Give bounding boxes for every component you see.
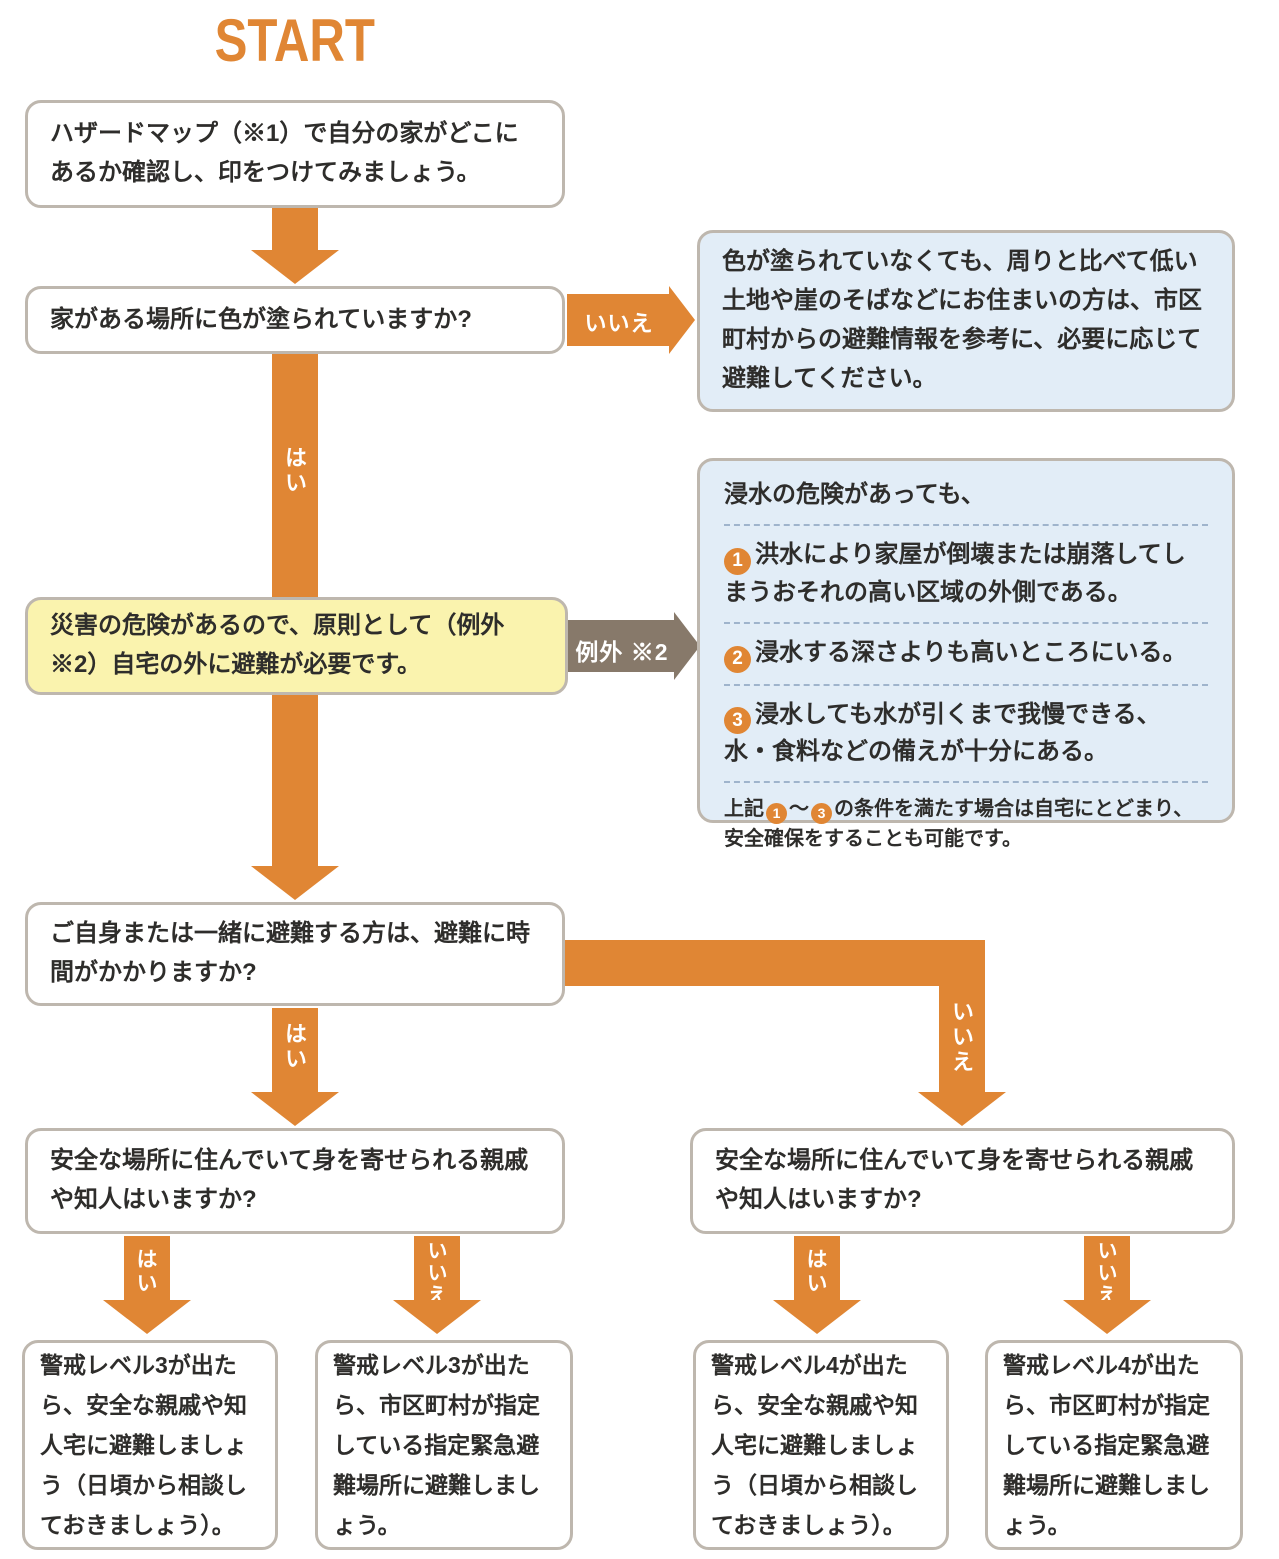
node-warning-evacuate-text: 災害の危険があるので、原則として（例外※2）自宅の外に避難が必要です。 xyxy=(50,612,505,678)
arrow-yes-left-label: はい xyxy=(134,1248,157,1296)
circled-number-1-icon: 1 xyxy=(724,547,751,575)
arrow-yes-right-head xyxy=(773,1300,861,1334)
arrow-down-step1-shaft xyxy=(272,208,318,252)
node-question-time-text: ご自身または一緒に避難する方は、避難に時間がかかりますか? xyxy=(50,920,530,986)
node-check-hazard-map-text: ハザードマップ（※1）で自分の家がどこにあるか確認し、印をつけてみましょう。 xyxy=(50,120,519,186)
exception-footnote-post: の条件を満たす場合は自宅にとどまり、安全確保をすることも可能です。 xyxy=(724,798,1194,851)
arrow-no-left-label: いいえ xyxy=(424,1240,446,1306)
arrow-no-elbow-vertical xyxy=(939,940,985,1092)
arrow-no-elbow-horizontal xyxy=(565,940,985,986)
circled-number-3-icon: 3 xyxy=(724,707,751,735)
arrow-exception-head xyxy=(674,612,700,680)
dashed-divider xyxy=(724,683,1208,686)
dashed-divider xyxy=(724,621,1208,624)
arrow-yes-right-label: はい xyxy=(804,1248,827,1296)
node-question-relatives-right-text: 安全な場所に住んでいて身を寄せられる親戚や知人はいますか? xyxy=(715,1147,1194,1213)
node-info-no-color: 色が塗られていなくても、周りと比べて低い土地や崖のそばなどにお住まいの方は、市区… xyxy=(697,230,1235,412)
node-warning-evacuate: 災害の危険があるので、原則として（例外※2）自宅の外に避難が必要です。 xyxy=(25,597,568,695)
arrow-exception-shaft xyxy=(568,620,676,672)
circled-number-3-small-icon: 3 xyxy=(811,803,832,825)
node-result-level3-relatives: 警戒レベル3が出たら、安全な親戚や知人宅に避難しましょう（日頃から相談しておきま… xyxy=(22,1340,278,1550)
node-result-level4-relatives: 警戒レベル4が出たら、安全な親戚や知人宅に避難しましょう（日頃から相談しておきま… xyxy=(693,1340,949,1550)
exception-footnote-mid: ～ xyxy=(789,798,809,821)
arrow-no-right-shaft xyxy=(567,294,671,346)
arrow-exception-label: 例外 ※2 xyxy=(575,639,669,665)
arrow-no-right-head xyxy=(669,286,695,354)
node-result-level4-shelter: 警戒レベル4が出たら、市区町村が指定している指定緊急避難場所に避難しましょう。 xyxy=(985,1340,1243,1550)
exception-item-1-text: 洪水により家屋が倒壊または崩落してしまうおそれの高い区域の外側である。 xyxy=(724,541,1186,606)
arrow-no-right: いいえ xyxy=(567,286,695,354)
exception-footnote-pre: 上記 xyxy=(724,798,764,821)
arrow-yes-qtime-head xyxy=(251,1092,339,1126)
node-question-color: 家がある場所に色が塗られていますか? xyxy=(25,286,565,354)
exception-item-2-text: 浸水する深さよりも高いところにいる。 xyxy=(755,638,1187,666)
arrow-no-right2-head xyxy=(1063,1300,1151,1334)
arrow-no-right2-shaft xyxy=(1084,1236,1130,1302)
arrow-no-right-label: いいえ xyxy=(584,311,654,336)
node-result-level3-shelter-text: 警戒レベル3が出たら、市区町村が指定している指定緊急避難場所に避難しましょう。 xyxy=(333,1351,540,1539)
exception-intro: 浸水の危険があっても、 xyxy=(724,481,985,508)
start-title-text: START xyxy=(214,7,376,74)
arrow-no-elbow-head xyxy=(918,1092,1006,1126)
node-question-relatives-left: 安全な場所に住んでいて身を寄せられる親戚や知人はいますか? xyxy=(25,1128,565,1234)
arrow-yes-left-shaft xyxy=(124,1236,170,1302)
arrow-yes-right-shaft xyxy=(794,1236,840,1302)
node-result-level3-relatives-text: 警戒レベル3が出たら、安全な親戚や知人宅に避難しましょう（日頃から相談しておきま… xyxy=(40,1351,247,1539)
node-info-no-color-text: 色が塗られていなくても、周りと比べて低い土地や崖のそばなどにお住まいの方は、市区… xyxy=(722,248,1202,392)
node-question-relatives-left-text: 安全な場所に住んでいて身を寄せられる親戚や知人はいますか? xyxy=(50,1147,529,1213)
dashed-divider xyxy=(724,781,1208,784)
node-check-hazard-map: ハザードマップ（※1）で自分の家がどこにあるか確認し、印をつけてみましょう。 xyxy=(25,100,565,208)
node-question-relatives-right: 安全な場所に住んでいて身を寄せられる親戚や知人はいますか? xyxy=(690,1128,1235,1234)
arrow-no-elbow-label: いいえ xyxy=(949,1000,974,1075)
node-question-color-text: 家がある場所に色が塗られていますか? xyxy=(50,305,472,333)
node-question-time: ご自身または一緒に避難する方は、避難に時間がかかりますか? xyxy=(25,902,565,1006)
dashed-divider xyxy=(724,524,1208,526)
circled-number-2-icon: 2 xyxy=(724,645,751,673)
arrow-no-right2-label: いいえ xyxy=(1094,1240,1116,1306)
arrow-no-left-shaft xyxy=(414,1236,460,1302)
node-result-level3-shelter: 警戒レベル3が出たら、市区町村が指定している指定緊急避難場所に避難しましょう。 xyxy=(315,1340,573,1550)
arrow-no-left-head xyxy=(393,1300,481,1334)
arrow-yes-main-label: はい xyxy=(282,446,307,496)
arrow-yes-qtime-label: はい xyxy=(282,1022,307,1072)
exception-item-3-text: 浸水しても水が引くまで我慢できる、水・食料などの備えが十分にある。 xyxy=(724,700,1161,766)
arrow-exception: 例外 ※2 xyxy=(568,612,700,680)
start-title: START xyxy=(95,6,495,75)
node-result-level4-shelter-text: 警戒レベル4が出たら、市区町村が指定している指定緊急避難場所に避難しましょう。 xyxy=(1003,1351,1210,1539)
node-result-level4-relatives-text: 警戒レベル4が出たら、安全な親戚や知人宅に避難しましょう（日頃から相談しておきま… xyxy=(711,1351,918,1539)
arrow-yes-qtime-shaft xyxy=(272,1008,318,1092)
arrow-down-step1-head xyxy=(251,250,339,284)
circled-number-1-small-icon: 1 xyxy=(766,803,787,825)
arrow-yes-left-head xyxy=(103,1300,191,1334)
arrow-yes-main-head xyxy=(251,866,339,900)
